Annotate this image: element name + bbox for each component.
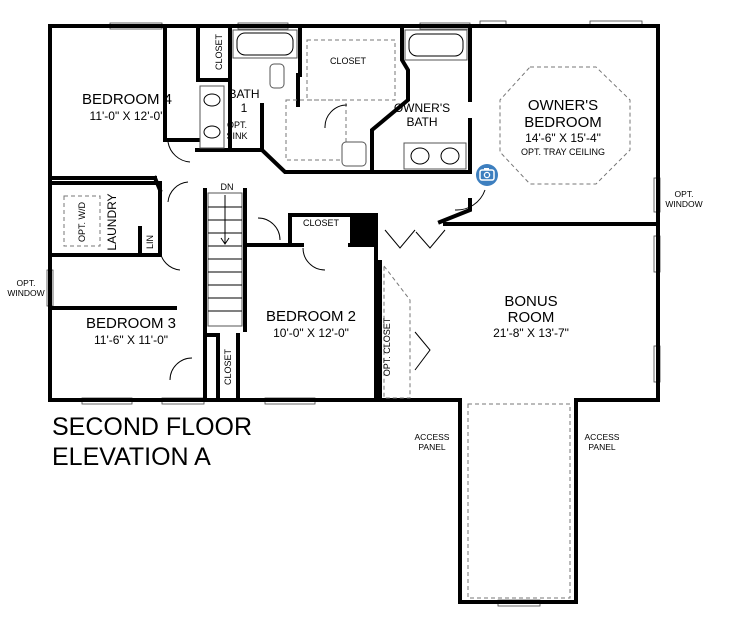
bonus-room-line1: BONUS: [504, 293, 557, 310]
annotation-labels: OPT. WINDOW OPT. WINDOW ACCESS PANEL ACC…: [7, 189, 702, 471]
bedroom3-name: BEDROOM 3: [86, 315, 176, 332]
bedroom4-name: BEDROOM 4: [82, 91, 172, 108]
bedroom2-dims: 10'-0" X 12'-0": [273, 326, 349, 340]
left-access-panel-line1: ACCESS: [415, 432, 450, 442]
owners-bath-line2: BATH: [406, 115, 437, 129]
bedroom4-dims: 11'-0" X 12'-0": [90, 109, 165, 123]
plan-title-line2: ELEVATION A: [52, 443, 211, 471]
laundry-label: LAUNDRY: [105, 193, 119, 250]
owners-bath-line1: OWNER'S: [394, 101, 450, 115]
left-access-panel-line2: PANEL: [418, 442, 446, 452]
room-labels: BEDROOM 4 11'-0" X 12'-0" CLOSET BATH 1 …: [77, 33, 605, 385]
right-access-panel-line1: ACCESS: [585, 432, 620, 442]
bedroom2-closet-label: CLOSET: [303, 218, 340, 228]
laundry-opt-wd: OPT. W/D: [77, 202, 87, 242]
bath1-number: 1: [241, 101, 248, 115]
owners-closet-label: CLOSET: [330, 56, 367, 66]
right-access-panel-line2: PANEL: [588, 442, 616, 452]
fixtures: [63, 29, 631, 599]
bath1-label: BATH: [228, 87, 259, 101]
stair-down-label: DN: [221, 182, 234, 192]
right-opt-window-line2: WINDOW: [665, 199, 702, 209]
bonus-opt-closet-label: OPT. CLOSET: [382, 317, 392, 376]
bedroom2-name: BEDROOM 2: [266, 308, 356, 325]
left-opt-window-line2: WINDOW: [7, 288, 44, 298]
bedroom4-closet-label: CLOSET: [214, 33, 224, 70]
left-opt-window-line1: OPT.: [17, 278, 36, 288]
walls: [48, 24, 660, 604]
bedroom3-dims: 11'-6" X 11'-0": [94, 333, 168, 347]
bedroom3-closet-label: CLOSET: [223, 348, 233, 385]
bonus-room-dims: 21'-8" X 13'-7": [493, 326, 569, 340]
owners-bedroom-note: OPT. TRAY CEILING: [521, 147, 605, 157]
opt-sink-line2: SINK: [226, 131, 247, 141]
plan-title-line1: SECOND FLOOR: [52, 413, 252, 441]
right-opt-window-line1: OPT.: [675, 189, 694, 199]
linen-closet-label: LIN: [145, 235, 155, 249]
owners-bedroom-line2: BEDROOM: [524, 114, 602, 131]
owners-bedroom-dims: 14'-6" X 15'-4": [525, 131, 601, 145]
opt-sink-line1: OPT.: [227, 120, 247, 130]
bonus-room-line2: ROOM: [508, 309, 555, 326]
camera-icon[interactable]: [476, 164, 498, 186]
owners-bedroom-line1: OWNER'S: [528, 97, 598, 114]
